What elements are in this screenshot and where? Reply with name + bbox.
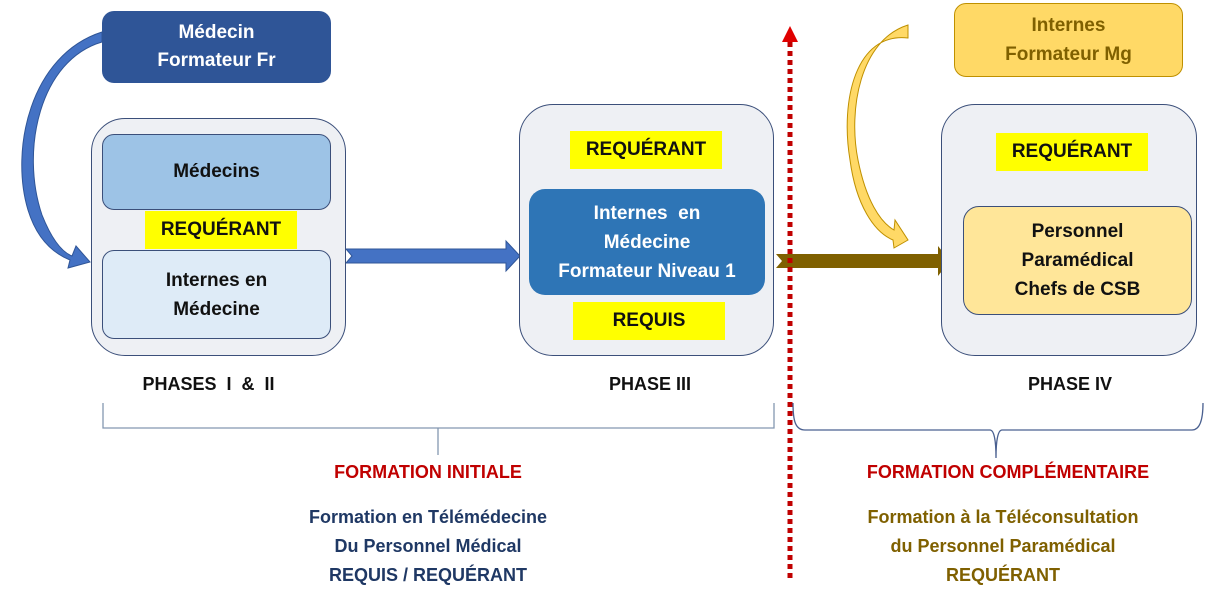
initial-title: FORMATION INITIALE bbox=[334, 462, 522, 482]
trainer-fr-line1: Médecin bbox=[178, 22, 255, 43]
curved-arrow-fr bbox=[21, 31, 103, 269]
complementary-line1: Formation à la Téléconsultation bbox=[867, 507, 1139, 527]
brace-complementary bbox=[792, 402, 1204, 459]
phase-1-2-medecins-box: Médecins bbox=[102, 134, 331, 210]
brace-initial bbox=[102, 403, 775, 455]
initial-line2: Du Personnel Médical bbox=[334, 536, 522, 556]
initial-line1: Formation en Télémédecine bbox=[308, 507, 548, 527]
phase-3-requis-tag: REQUIS bbox=[573, 302, 725, 340]
phase-1-2-caption: PHASES I & II bbox=[142, 374, 275, 394]
phase-3-internes-box: Internes en Médecine Formateur Niveau 1 bbox=[529, 189, 765, 295]
phase-3-tag-top-text: REQUÉRANT bbox=[585, 139, 707, 160]
phase-4-tag-text: REQUÉRANT bbox=[1011, 141, 1133, 162]
phase-1-2-internes-line1: Internes en bbox=[165, 269, 268, 291]
complementary-line3: REQUÉRANT bbox=[945, 565, 1060, 585]
divider-arrowhead bbox=[782, 26, 798, 42]
phase-3-box-line3: Formateur Niveau 1 bbox=[558, 260, 736, 282]
curved-arrow-mg bbox=[846, 24, 909, 249]
phase-3-requerant-tag: REQUÉRANT bbox=[570, 131, 722, 169]
phase-3-box-line1: Internes en bbox=[593, 202, 701, 224]
trainer-mg-line1: Internes bbox=[1031, 15, 1106, 36]
arrow-phase12-to-3 bbox=[344, 239, 521, 273]
trainer-fr-line2: Formateur Fr bbox=[157, 50, 276, 71]
phase-1-2-requerant-tag: REQUÉRANT bbox=[145, 211, 297, 249]
phase-4-requerant-tag: REQUÉRANT bbox=[996, 133, 1148, 171]
initial-line3: REQUIS / REQUÉRANT bbox=[328, 565, 528, 585]
phase-4-box-line2: Paramédical bbox=[1021, 250, 1134, 271]
phase-3-tag-bottom-text: REQUIS bbox=[612, 310, 686, 331]
phase-4-box-line1: Personnel bbox=[1031, 221, 1124, 242]
complementary-line2: du Personnel Paramédical bbox=[890, 536, 1116, 556]
trainer-box-fr: Médecin Formateur Fr bbox=[102, 11, 331, 83]
phase-3-caption: PHASE III bbox=[608, 374, 692, 394]
arrow-phase3-to-4 bbox=[776, 246, 950, 276]
trainer-mg-line2: Formateur Mg bbox=[1005, 44, 1132, 65]
phase-3-box-line2: Médecine bbox=[603, 231, 691, 253]
phase-4-caption: PHASE IV bbox=[1027, 374, 1113, 394]
phase-1-2-tag-text: REQUÉRANT bbox=[160, 219, 282, 240]
phase-1-2-internes-box: Internes en Médecine bbox=[102, 250, 331, 339]
phase-4-personnel-box: Personnel Paramédical Chefs de CSB bbox=[963, 206, 1192, 315]
trainer-box-mg: Internes Formateur Mg bbox=[954, 3, 1183, 77]
phase-4-box-line3: Chefs de CSB bbox=[1014, 279, 1141, 300]
phase-1-2-internes-line2: Médecine bbox=[173, 298, 260, 320]
complementary-title: FORMATION COMPLÉMENTAIRE bbox=[866, 462, 1150, 482]
phase-1-2-medecins-label: Médecins bbox=[173, 161, 260, 182]
